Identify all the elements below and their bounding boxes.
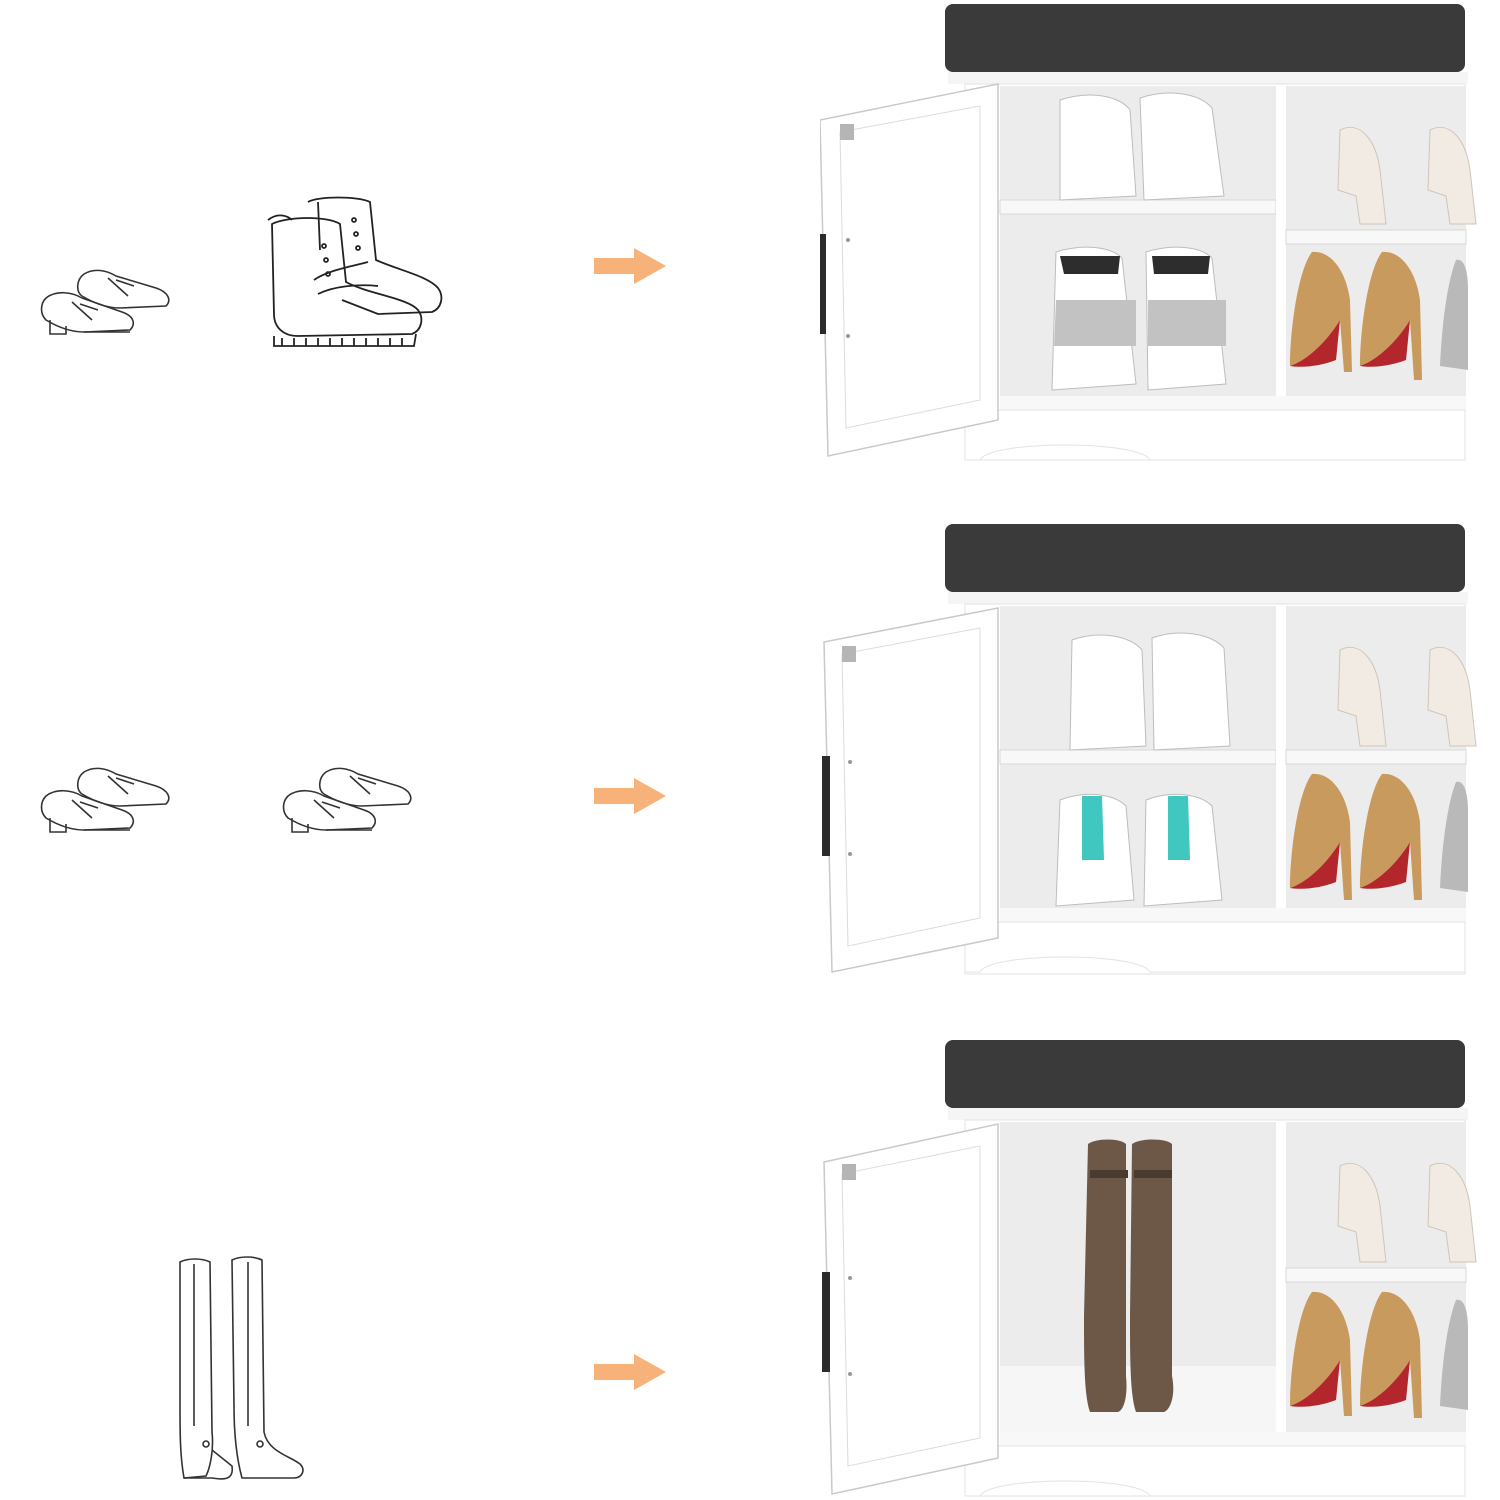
glitter-heels: [1290, 251, 1468, 380]
white-sneakers: [1069, 632, 1231, 751]
row-3: [0, 1036, 1500, 1500]
arrow-right-icon: [594, 1354, 666, 1390]
white-sneakers: [1059, 92, 1225, 201]
cream-heels: [1337, 127, 1477, 225]
glitter-heels: [1290, 773, 1468, 900]
white-teal-sneakers: [1055, 793, 1223, 907]
loafer-pair-icon: [278, 760, 418, 850]
arrow-right-icon: [594, 778, 666, 814]
shoe-bench-image: [820, 520, 1500, 980]
cream-heels: [1337, 1163, 1477, 1263]
grey-high-top-sneakers: [1051, 246, 1227, 391]
shoe-bench-image: [820, 0, 1500, 470]
glitter-heels: [1290, 1291, 1468, 1418]
shoe-bench-image: [820, 1036, 1500, 1500]
cream-heels: [1337, 647, 1477, 747]
row-1: [0, 0, 1500, 500]
knee-high-boots-icon: [172, 1256, 312, 1496]
row-2: [0, 520, 1500, 990]
loafer-pair-icon: [36, 262, 176, 352]
arrow-right-icon: [594, 248, 666, 284]
loafer-pair-icon: [36, 760, 176, 850]
boots-lace-up-icon: [258, 190, 448, 355]
brown-knee-high-boots: [1084, 1139, 1174, 1412]
